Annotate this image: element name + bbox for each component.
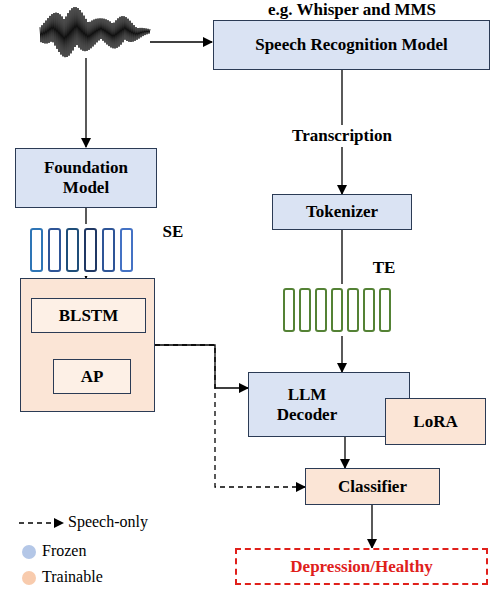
input-arrow — [150, 41, 212, 42]
embedding-backdrop — [279, 284, 395, 336]
flow-arrow — [155, 345, 248, 388]
asr-model-box: Speech Recognition Model — [213, 20, 490, 70]
legend-line-sample — [18, 516, 66, 530]
lora-box: LoRA — [385, 398, 486, 445]
legend-text: Frozen — [42, 542, 86, 560]
flow-arrow — [371, 505, 372, 548]
tokenizer-box: Tokenizer — [272, 194, 412, 230]
embedding-label: SE — [163, 222, 184, 242]
waveform-stroke — [40, 7, 150, 57]
node-text: Depression/Healthy — [290, 557, 432, 577]
edge-label: Transcription — [289, 125, 395, 147]
classifier-box: Classifier — [305, 468, 440, 505]
node-text: Foundation Model — [31, 158, 141, 197]
speech-embedding — [31, 229, 132, 271]
node-text: AP — [81, 367, 104, 387]
flow-arrow — [344, 437, 345, 468]
legend-swatch — [22, 545, 36, 559]
trainable-group: BLSTM AP — [20, 278, 155, 412]
blstm-box: BLSTM — [31, 298, 146, 333]
model-examples-note: e.g. Whisper and MMS — [268, 0, 436, 20]
output-box: Depression/Healthy — [235, 548, 488, 585]
speech-waveform — [40, 7, 150, 57]
legend-text: Trainable — [42, 568, 103, 586]
embedding-label: TE — [373, 258, 396, 278]
legend-text: Speech-only — [68, 513, 148, 531]
node-text: BLSTM — [59, 306, 119, 326]
node-text: LoRA — [413, 412, 457, 432]
node-text: Classifier — [338, 477, 407, 497]
text-embedding — [284, 289, 390, 331]
legend-swatch — [22, 571, 36, 585]
node-text: Speech Recognition Model — [255, 35, 448, 55]
embedding-backdrop — [26, 224, 142, 276]
input-arrow — [85, 58, 86, 147]
foundation-model-box: Foundation Model — [15, 148, 157, 208]
pooling-box: AP — [53, 359, 131, 394]
node-text: Tokenizer — [306, 202, 378, 222]
node-text: LLM Decoder — [267, 385, 347, 424]
